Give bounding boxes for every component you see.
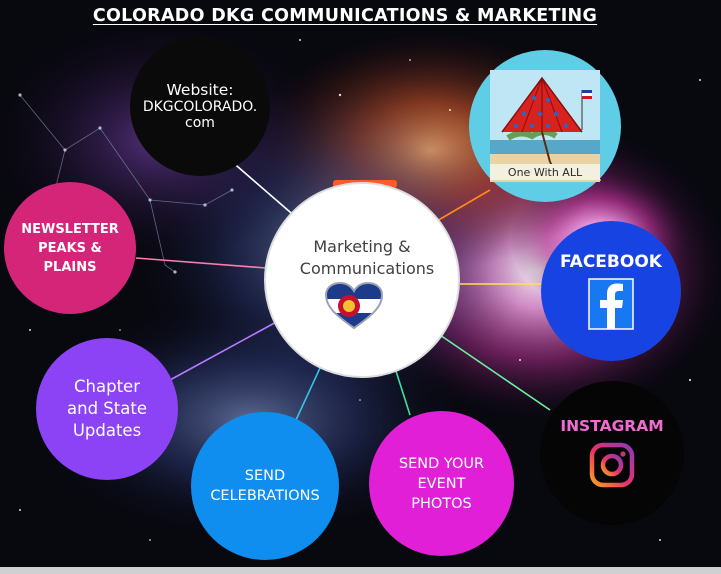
- connector-photos: [394, 367, 411, 416]
- facebook-icon: [588, 278, 634, 330]
- umbrella-picture: One With ALL: [490, 70, 600, 182]
- center-title-line1: Marketing &: [313, 237, 411, 256]
- center-title-line2: Communications: [299, 259, 435, 278]
- newsletter-node[interactable]: NEWSLETTER PEAKS & PLAINS: [4, 182, 136, 314]
- umbrella-caption: One With ALL: [508, 166, 583, 179]
- connector-instagram: [439, 334, 551, 411]
- photos-line2: EVENT: [417, 475, 466, 492]
- instagram-label: INSTAGRAM: [560, 417, 664, 435]
- celebrations-line2: CELEBRATIONS: [210, 488, 320, 504]
- photos-line3: PHOTOS: [411, 495, 472, 512]
- center-marketing-node: Marketing & Communications: [264, 182, 460, 378]
- website-url-line1: DKGCOLORADO.: [142, 99, 258, 115]
- website-label: Website:: [166, 81, 234, 99]
- colorado-heart-icon: [324, 282, 384, 330]
- bottom-frame-bar: [0, 567, 721, 574]
- send-celebrations-node[interactable]: SEND CELEBRATIONS: [191, 412, 339, 560]
- newsletter-line1: NEWSLETTER: [21, 221, 119, 237]
- website-url-line2: com: [185, 115, 215, 131]
- facebook-label: FACEBOOK: [560, 252, 662, 272]
- newsletter-line3: PLAINS: [43, 259, 97, 275]
- instagram-node[interactable]: INSTAGRAM: [540, 381, 684, 525]
- chapter-updates-node[interactable]: Chapter and State Updates: [36, 338, 178, 480]
- umbrella-image-node: One With ALL: [469, 50, 621, 202]
- celebrations-line1: SEND: [244, 468, 286, 484]
- connector-umbrella: [429, 189, 491, 226]
- facebook-node[interactable]: FACEBOOK: [541, 221, 681, 361]
- website-node[interactable]: Website: DKGCOLORADO. com: [130, 36, 270, 176]
- connector-chapter: [169, 319, 281, 381]
- newsletter-line2: PEAKS &: [38, 240, 102, 256]
- connector-newsletter: [135, 257, 267, 269]
- photos-line1: SEND YOUR: [398, 455, 485, 472]
- chapter-line2: and State: [67, 399, 147, 418]
- send-event-photos-node[interactable]: SEND YOUR EVENT PHOTOS: [369, 411, 514, 556]
- connector-celebrations: [295, 367, 321, 421]
- chapter-line1: Chapter: [74, 377, 140, 396]
- instagram-icon: [589, 442, 635, 488]
- chapter-line3: Updates: [72, 421, 142, 440]
- page-title: COLORADO DKG COMMUNICATIONS & MARKETING: [92, 6, 598, 26]
